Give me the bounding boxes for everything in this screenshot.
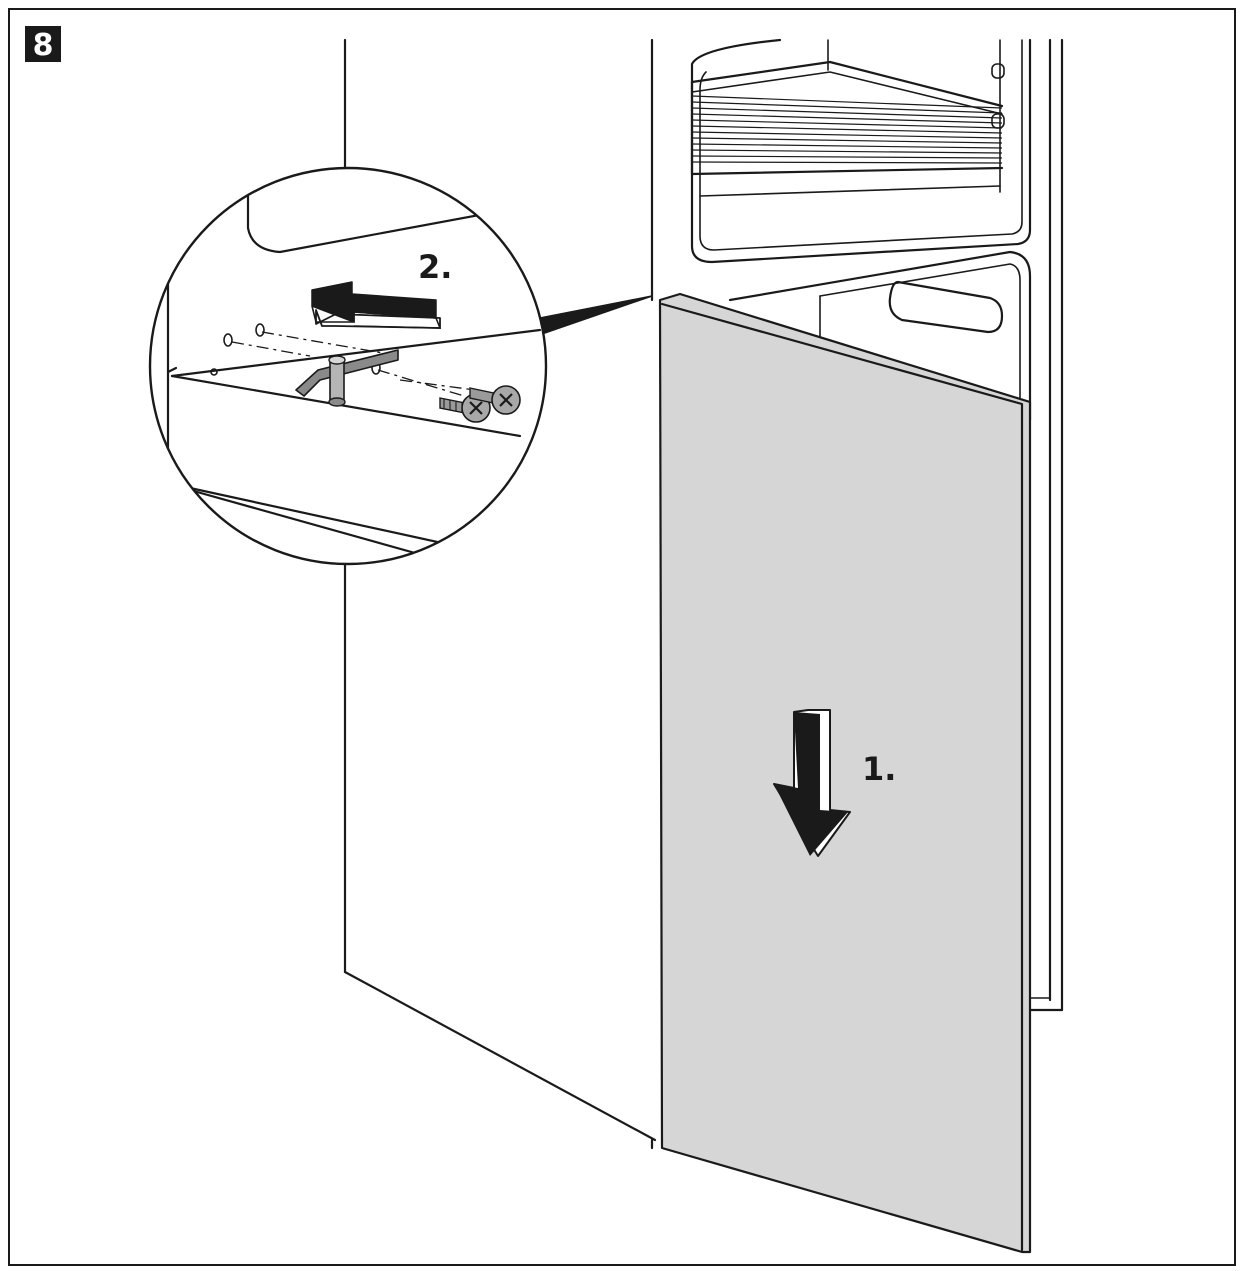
step-1-label: 1. — [862, 750, 896, 788]
right-arrow-icon — [311, 281, 442, 329]
fridge-body — [1028, 38, 1064, 1012]
screw-icon — [469, 385, 521, 415]
wire-shelf — [690, 60, 1005, 176]
cabinet-side-panel — [343, 38, 657, 1150]
upper-compartment — [690, 38, 1032, 264]
door-panel — [658, 292, 1032, 1254]
zoom-detail — [148, 166, 548, 566]
down-arrow-icon — [773, 709, 851, 857]
step-2-label: 2. — [418, 248, 452, 286]
step-badge: 8 — [25, 26, 61, 63]
step-number: 8 — [33, 28, 54, 63]
hinge-bracket-icon — [295, 349, 399, 407]
